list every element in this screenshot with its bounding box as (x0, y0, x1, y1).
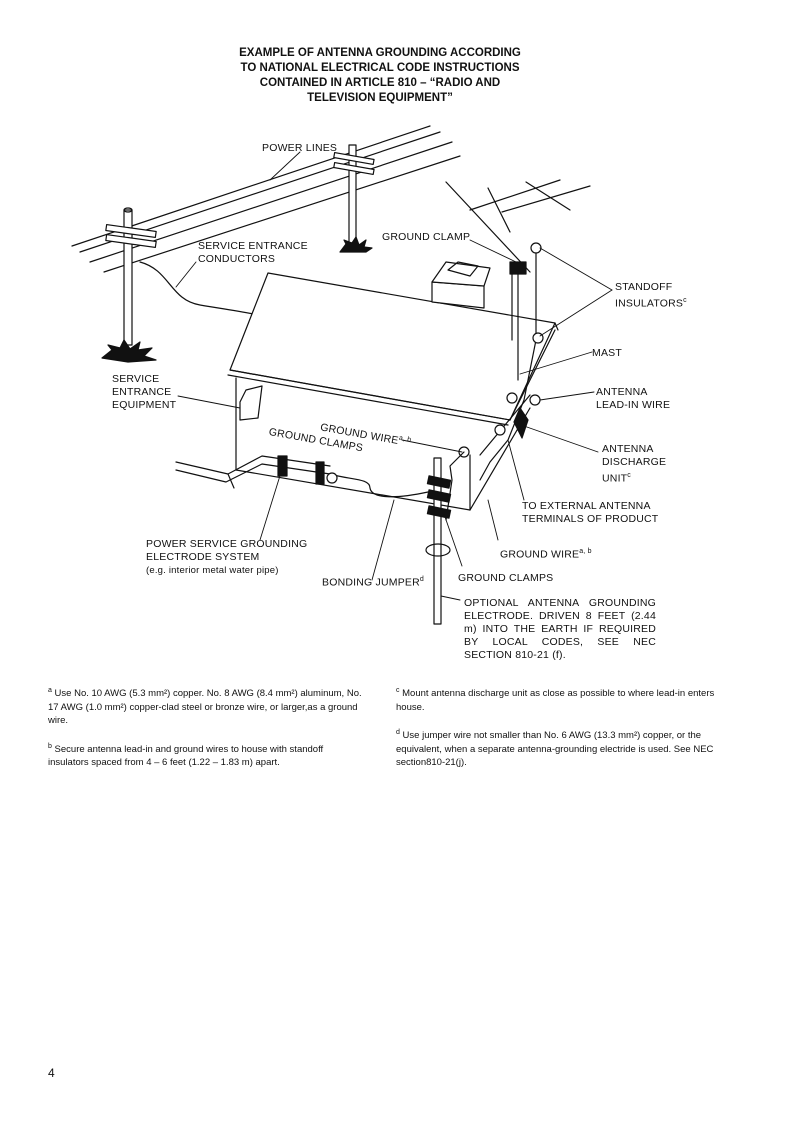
label-optional-electrode: OPTIONAL ANTENNA GROUNDING ELECTRODE. DR… (464, 597, 656, 661)
ground-rod (425, 457, 452, 625)
label-line: ENTRANCE (112, 386, 172, 398)
label-line: UNIT (602, 472, 628, 485)
utility-pole-left (101, 207, 157, 363)
label-line: CONDUCTORS (198, 253, 276, 265)
label-power-lines: POWER LINES (262, 142, 338, 154)
label-external-terminals: TO EXTERNAL ANTENNA TERMINALS OF PRODUCT (522, 500, 658, 526)
label-bonding-jumper: BONDING JUMPERd (322, 573, 424, 590)
label-mast: MAST (592, 347, 622, 359)
label-ground-wire-lower: GROUND WIREa, b (500, 545, 592, 562)
label-line: TO EXTERNAL ANTENNA (522, 500, 651, 512)
footnote-mark: c (627, 472, 631, 479)
footnote-mark: a (48, 687, 52, 694)
label-line: TERMINALS OF PRODUCT (522, 513, 659, 525)
bonding-jumper-wire (329, 473, 429, 498)
footnote-text: Use jumper wire not smaller than No. 6 A… (396, 730, 714, 769)
footnote-mark: d (419, 576, 424, 583)
label-line: ANTENNA (602, 443, 654, 455)
footnote-mark: a, b (579, 548, 592, 555)
label-line: STANDOFF (615, 281, 673, 293)
footnote-mark: c (683, 297, 687, 304)
label-service-entrance-equipment: SERVICE ENTRANCE EQUIPMENT (112, 373, 176, 412)
label-line: ANTENNA (596, 386, 648, 398)
house (227, 261, 559, 511)
label-ground-clamps-bottom: GROUND CLAMPS (458, 572, 554, 584)
footnotes-right: c Mount antenna discharge unit as close … (396, 684, 718, 782)
footnote-mark: d (396, 729, 400, 737)
footnote-text: Mount antenna discharge unit as close as… (396, 688, 715, 713)
service-entrance-conductors (139, 261, 259, 316)
page-title: EXAMPLE OF ANTENNA GROUNDING ACCORDING T… (170, 46, 590, 106)
mast (509, 261, 527, 381)
label-standoff-insulators: STANDOFF INSULATORSc (615, 281, 687, 311)
service-entrance-box (239, 385, 263, 421)
footnote-c: c Mount antenna discharge unit as close … (396, 684, 718, 714)
label-power-service-electrode: POWER SERVICE GROUNDING ELECTRODE SYSTEM… (146, 538, 307, 577)
footnote-mark: c (396, 687, 400, 694)
footnote-mark: a, b (398, 434, 412, 444)
label-line: ELECTRODE SYSTEM (146, 551, 260, 563)
utility-pole-right (333, 144, 375, 253)
label-antenna-discharge-unit: ANTENNA DISCHARGE UNITc (602, 443, 666, 486)
label-antenna-lead-in-wire: ANTENNA LEAD-IN WIRE (596, 386, 670, 412)
label-line: DISCHARGE (602, 456, 667, 468)
footnote-text: Use No. 10 AWG (5.3 mm²) copper. No. 8 A… (48, 688, 362, 727)
label-service-entrance-conductors: SERVICE ENTRANCE CONDUCTORS (198, 240, 308, 266)
footnote-b: b Secure antenna lead-in and ground wire… (48, 740, 366, 770)
water-pipe (175, 455, 331, 489)
callout-leaders (175, 151, 613, 601)
title-line-4: TELEVISION EQUIPMENT” (307, 92, 453, 104)
label-line: POWER SERVICE GROUNDING (146, 538, 308, 550)
title-line-1: EXAMPLE OF ANTENNA GROUNDING ACCORDING (239, 47, 521, 59)
label-line: SERVICE ENTRANCE (198, 240, 308, 252)
footnote-text: Secure antenna lead-in and ground wires … (48, 743, 324, 769)
footnotes-left: a Use No. 10 AWG (5.3 mm²) copper. No. 8… (48, 684, 366, 782)
label-line: BONDING JUMPER (322, 576, 420, 589)
pipe-ground-clamps (277, 455, 338, 485)
label-ground-clamp: GROUND CLAMP (382, 231, 471, 243)
title-line-3: CONTAINED IN ARTICLE 810 – “RADIO AND (259, 77, 501, 89)
footnote-a: a Use No. 10 AWG (5.3 mm²) copper. No. 8… (48, 684, 366, 728)
footnote-mark: b (48, 742, 52, 750)
label-line: EQUIPMENT (112, 399, 177, 411)
label-line: (e.g. interior metal water pipe) (146, 565, 279, 576)
antenna-discharge-unit (513, 407, 529, 439)
label-line: LEAD-IN WIRE (596, 399, 671, 411)
antenna (445, 179, 591, 273)
page-number: 4 (48, 1066, 55, 1080)
title-line-2: TO NATIONAL ELECTRICAL CODE INSTRUCTIONS (240, 62, 520, 74)
footnote-d: d Use jumper wire not smaller than No. 6… (396, 726, 718, 770)
antenna-grounding-diagram (71, 125, 613, 625)
label-line: GROUND WIRE (500, 548, 580, 561)
label-line: SERVICE (112, 373, 160, 385)
label-line: INSULATORS (615, 297, 684, 310)
